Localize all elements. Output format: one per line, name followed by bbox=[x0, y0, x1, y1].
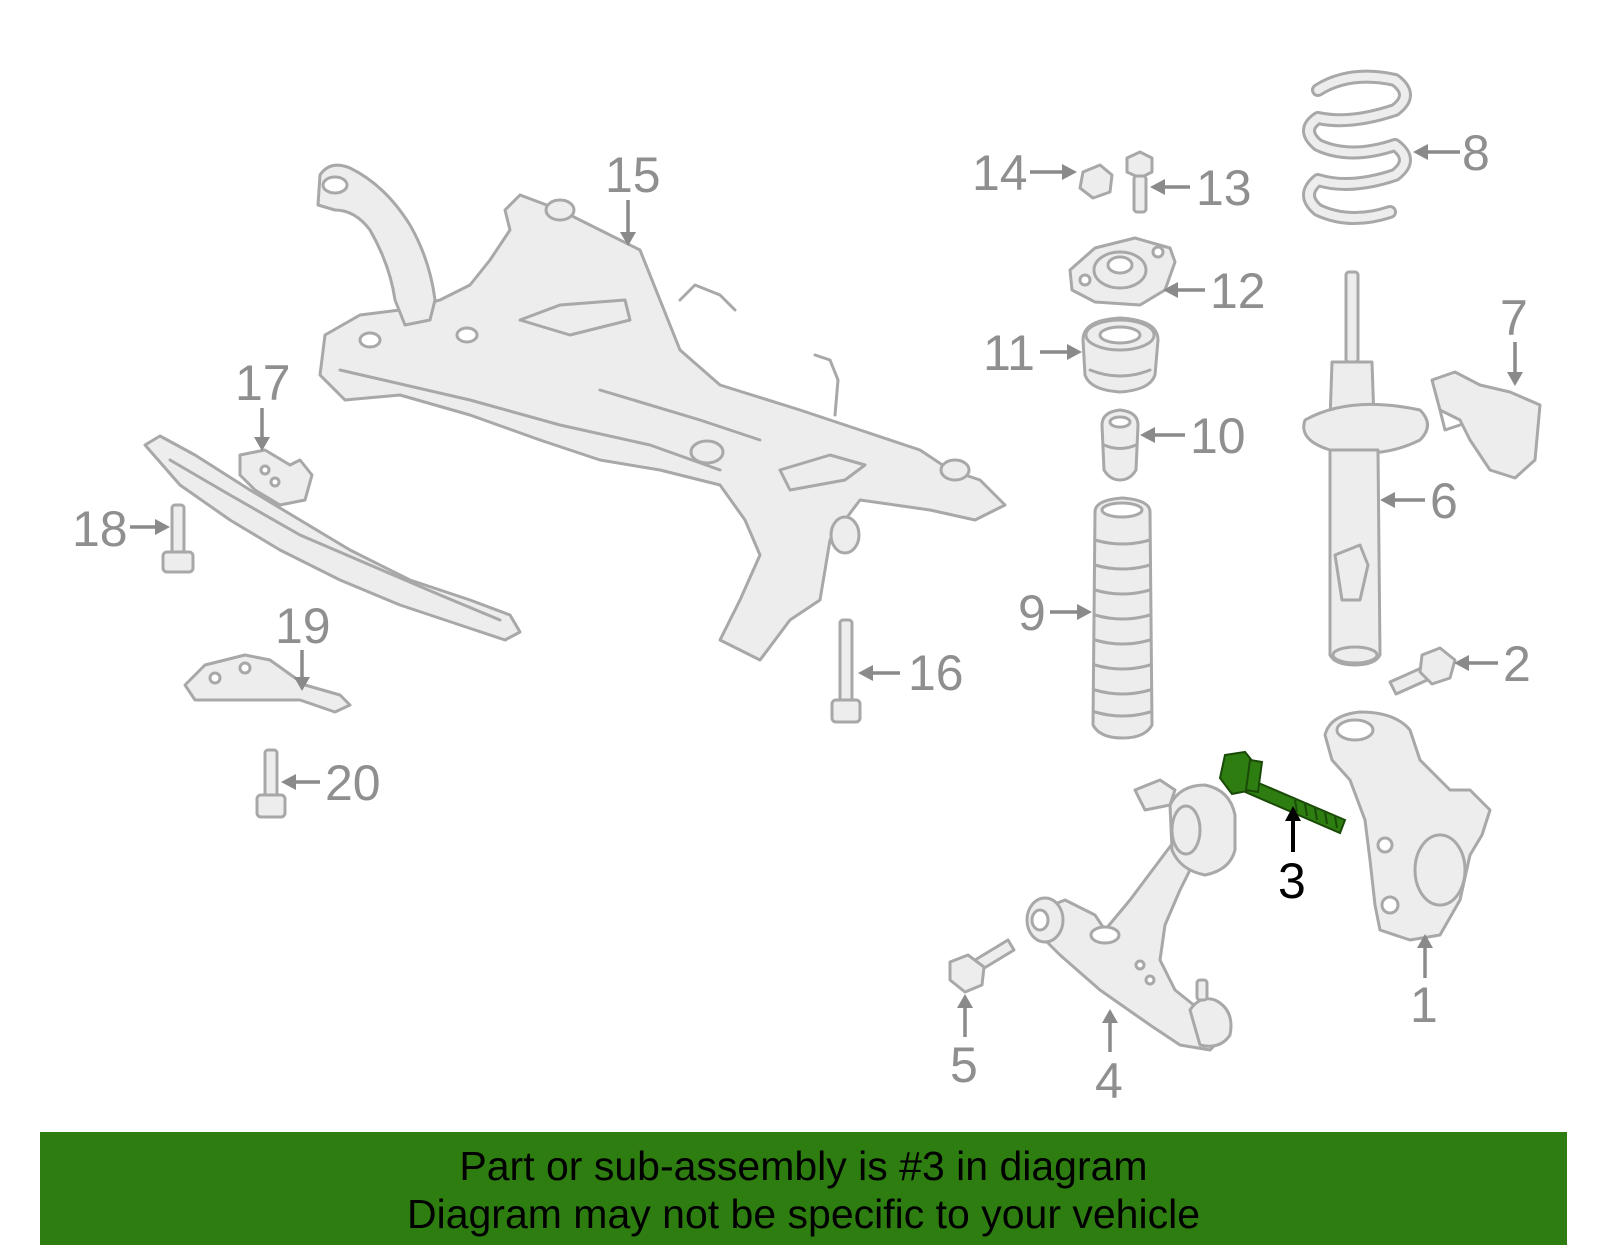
part-14-nut[interactable] bbox=[1078, 163, 1114, 200]
callout-11: 11 bbox=[983, 325, 1035, 381]
part-10-bump-stop[interactable] bbox=[1100, 408, 1140, 482]
part-9-dust-boot[interactable] bbox=[1091, 496, 1154, 740]
callout-2: 2 bbox=[1503, 636, 1531, 692]
callout-7: 7 bbox=[1500, 290, 1528, 346]
callout-17: 17 bbox=[235, 355, 291, 411]
callout-15: 15 bbox=[605, 147, 661, 203]
leader-lines bbox=[130, 144, 1523, 1052]
callout-20: 20 bbox=[325, 755, 381, 811]
part-11-bearing[interactable] bbox=[1081, 316, 1160, 394]
part-8-coil-spring[interactable] bbox=[1302, 69, 1412, 226]
callout-16: 16 bbox=[908, 645, 964, 701]
part-12-strut-mount[interactable] bbox=[1068, 236, 1177, 307]
part-19-bracket[interactable] bbox=[183, 653, 352, 714]
callout-5: 5 bbox=[950, 1037, 978, 1093]
part-20-bolt[interactable] bbox=[255, 748, 287, 819]
part-17-brace[interactable] bbox=[143, 434, 522, 642]
callout-14: 14 bbox=[972, 145, 1028, 201]
callout-9: 9 bbox=[1018, 585, 1046, 641]
part-6-strut[interactable] bbox=[1302, 270, 1429, 667]
banner-line-2: Diagram may not be specific to your vehi… bbox=[406, 1191, 1200, 1237]
part-13-bolt[interactable] bbox=[1125, 150, 1154, 214]
callout-6: 6 bbox=[1430, 473, 1458, 529]
callout-1: 1 bbox=[1410, 977, 1438, 1033]
banner-line-1: Part or sub-assembly is #3 in diagram bbox=[459, 1143, 1148, 1189]
part-1-knuckle[interactable] bbox=[1323, 710, 1492, 942]
part-16-bolt[interactable] bbox=[830, 618, 862, 724]
info-banner: Part or sub-assembly is #3 in diagram Di… bbox=[40, 1132, 1567, 1245]
part-3-bolt-highlighted[interactable] bbox=[1218, 750, 1347, 835]
callout-12: 12 bbox=[1210, 263, 1266, 319]
callout-19: 19 bbox=[275, 598, 331, 654]
callout-labels: 15 17 18 19 20 16 14 13 12 11 10 9 8 7 6… bbox=[72, 125, 1531, 1109]
part-2-bolt[interactable] bbox=[1388, 646, 1457, 696]
part-7-bracket[interactable] bbox=[1430, 370, 1542, 480]
callout-4: 4 bbox=[1095, 1053, 1123, 1109]
callout-3-highlighted: 3 bbox=[1278, 853, 1306, 909]
callout-10: 10 bbox=[1190, 408, 1246, 464]
part-4-control-arm[interactable] bbox=[1025, 778, 1237, 1052]
part-5-bolt[interactable] bbox=[948, 938, 1016, 994]
part-18-bolt[interactable] bbox=[161, 503, 195, 574]
callout-13: 13 bbox=[1196, 160, 1252, 216]
callout-8: 8 bbox=[1462, 125, 1490, 181]
part-15-subframe[interactable] bbox=[316, 163, 1007, 662]
callout-18: 18 bbox=[72, 501, 128, 557]
